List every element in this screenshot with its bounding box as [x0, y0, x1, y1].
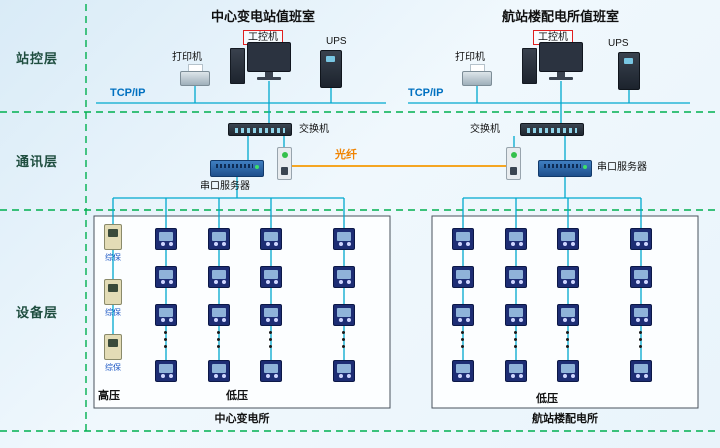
fiber-label: 光纤 — [335, 149, 357, 161]
power-meter — [260, 304, 282, 326]
power-meter — [260, 360, 282, 382]
power-meter — [557, 228, 579, 250]
left-printer-label: 打印机 — [172, 52, 202, 63]
power-meter — [260, 228, 282, 250]
protection-device-label: 综保 — [105, 253, 121, 262]
power-meter — [452, 228, 474, 250]
layer-label-communication: 通讯层 — [16, 154, 59, 169]
industrial-pc-icon — [522, 42, 584, 84]
right-room-title: 航站楼配电所值班室 — [501, 9, 619, 24]
left-room-title: 中心变电站值班室 — [210, 9, 315, 24]
right-tcpip-label: TCP/IP — [408, 87, 444, 99]
power-meter — [557, 360, 579, 382]
ethernet-switch-icon — [520, 123, 584, 136]
right-serial-server-label: 串口服务器 — [597, 162, 647, 173]
ups-icon — [618, 52, 640, 90]
serial-server-icon — [210, 160, 264, 177]
left-serial-server-label: 串口服务器 — [200, 181, 250, 192]
power-meter — [557, 304, 579, 326]
power-meter — [505, 304, 527, 326]
fiber-converter-icon — [506, 147, 521, 180]
ellipsis-dots — [566, 331, 569, 348]
power-meter — [630, 304, 652, 326]
left-ups-label: UPS — [326, 36, 347, 47]
power-meter — [155, 228, 177, 250]
left-switch-label: 交换机 — [299, 124, 329, 135]
power-meter — [208, 304, 230, 326]
ellipsis-dots — [639, 331, 642, 348]
layer-label-station-control: 站控层 — [16, 51, 59, 66]
protection-device-label: 综保 — [105, 308, 121, 317]
low-voltage-label-right: 低压 — [536, 393, 558, 405]
ellipsis-dots — [217, 331, 220, 348]
low-voltage-label-left: 低压 — [226, 390, 248, 402]
power-meter — [155, 360, 177, 382]
power-meter — [333, 228, 355, 250]
ellipsis-dots — [164, 331, 167, 348]
right-switch-label: 交换机 — [470, 124, 500, 135]
power-meter — [452, 266, 474, 288]
power-meter — [155, 266, 177, 288]
power-meter — [333, 304, 355, 326]
industrial-pc-icon — [230, 42, 292, 84]
layer-label-device: 设备层 — [16, 305, 59, 320]
ups-icon — [320, 50, 342, 88]
left-tcpip-label: TCP/IP — [110, 87, 146, 99]
power-meter — [557, 266, 579, 288]
power-meter — [452, 304, 474, 326]
ellipsis-dots — [461, 331, 464, 348]
printer-icon — [462, 64, 492, 86]
fiber-converter-icon — [277, 147, 292, 180]
power-meter — [208, 360, 230, 382]
high-voltage-label: 高压 — [98, 390, 120, 402]
right-ups-label: UPS — [608, 38, 629, 49]
power-meter — [260, 266, 282, 288]
left-box-caption: 中心变电所 — [214, 413, 270, 425]
ellipsis-dots — [269, 331, 272, 348]
right-box-caption: 航站楼配电所 — [532, 413, 598, 425]
power-meter — [452, 360, 474, 382]
power-meter — [505, 360, 527, 382]
serial-server-icon — [538, 160, 592, 177]
power-meter — [155, 304, 177, 326]
protection-device-icon — [104, 279, 122, 305]
printer-icon — [180, 64, 210, 86]
power-meter — [333, 266, 355, 288]
power-meter — [630, 228, 652, 250]
power-meter — [630, 360, 652, 382]
protection-device-icon — [104, 334, 122, 360]
power-meter — [333, 360, 355, 382]
power-meter — [505, 228, 527, 250]
power-meter — [208, 266, 230, 288]
ethernet-switch-icon — [228, 123, 292, 136]
protection-device-icon — [104, 224, 122, 250]
ellipsis-dots — [514, 331, 517, 348]
power-meter — [208, 228, 230, 250]
protection-device-label: 综保 — [105, 363, 121, 372]
ellipsis-dots — [342, 331, 345, 348]
power-meter — [505, 266, 527, 288]
power-meter — [630, 266, 652, 288]
right-printer-label: 打印机 — [455, 52, 485, 63]
